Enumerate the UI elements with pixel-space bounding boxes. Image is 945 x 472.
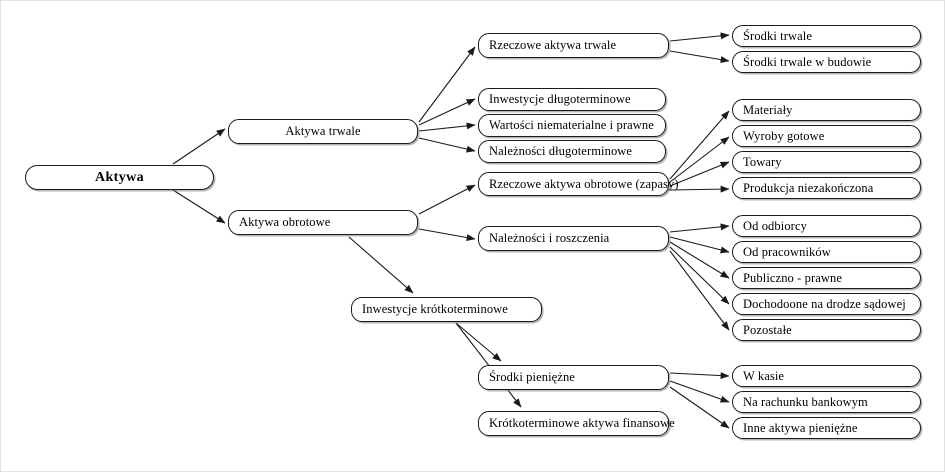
node-label: Aktywa obrotowe — [239, 215, 331, 230]
node-label: Rzeczowe aktywa obrotowe (zapasy) — [489, 176, 679, 191]
node-label: Inne aktywa pieniężne — [743, 420, 858, 435]
node-inwest_krotko[interactable]: Inwestycje krótkoterminowe — [351, 297, 542, 322]
node-wyroby_gotowe[interactable]: Wyroby gotowe — [732, 125, 921, 147]
node-wartosci_niemat[interactable]: Wartości niematerialne i prawne — [478, 114, 666, 137]
node-label: Dochodoone na drodze sądowej — [743, 296, 906, 311]
node-od_pracownikow[interactable]: Od pracowników — [732, 241, 921, 263]
node-aktywa_trwale[interactable]: Aktywa trwale — [228, 119, 418, 144]
node-label: Inwestycje długoterminowe — [489, 92, 631, 107]
node-label: Na rachunku bankowym — [743, 394, 868, 409]
node-krotko_finansowe[interactable]: Krótkoterminowe aktywa finansowe — [478, 411, 675, 436]
node-label: Rzeczowe aktywa trwale — [489, 38, 617, 53]
node-label: Inwestycje krótkoterminowe — [362, 302, 508, 317]
node-aktywa[interactable]: Aktywa — [25, 165, 214, 190]
node-label: Aktywa — [94, 169, 145, 185]
node-label: Produkcja niezakończona — [743, 180, 874, 195]
node-inne_pieniezne[interactable]: Inne aktywa pieniężne — [732, 417, 921, 439]
node-label: Wartości niematerialne i prawne — [489, 118, 654, 133]
node-publiczno_prawne[interactable]: Publiczno - prawne — [732, 267, 921, 289]
edge-nalez_roszcz-to-pozostale — [669, 250, 730, 331]
edge-inwest_krotko-to-srodki_pieniezne — [455, 322, 502, 362]
node-label: Środki trwale w budowie — [743, 54, 872, 69]
node-label: Pozostałe — [743, 322, 792, 337]
edge-aktywa_obrotowe-to-inwest_krotko — [348, 236, 414, 294]
node-produkcja_niezak[interactable]: Produkcja niezakończona — [732, 177, 921, 199]
edge-rzecz_obrotowe-to-materialy — [669, 110, 730, 180]
node-label: Krótkoterminowe aktywa finansowe — [489, 416, 675, 431]
node-label: Środki trwale — [743, 28, 812, 43]
node-rzecz_obrotowe[interactable]: Rzeczowe aktywa obrotowe (zapasy) — [478, 172, 679, 196]
node-label: Aktywa trwale — [285, 124, 361, 139]
edge-aktywa-to-aktywa_trwale — [172, 128, 226, 165]
node-rzecz_trwale[interactable]: Rzeczowe aktywa trwale — [478, 33, 669, 58]
node-label: Wyroby gotowe — [743, 128, 825, 143]
edge-aktywa_trwale-to-nalez_dlugo — [418, 137, 476, 153]
node-label: W kasie — [743, 368, 785, 383]
edge-nalez_roszcz-to-od_pracownikow — [669, 236, 730, 254]
edge-srodki_pieniezne-to-w_kasie — [669, 372, 730, 380]
node-materialy[interactable]: Materiały — [732, 99, 921, 121]
edge-aktywa_trwale-to-rzecz_trwale — [418, 46, 476, 123]
edge-aktywa_obrotowe-to-nalez_roszcz — [418, 228, 476, 241]
node-inwest_dlugo[interactable]: Inwestycje długoterminowe — [478, 88, 666, 111]
node-nalez_dlugo[interactable]: Należności długoterminowe — [478, 140, 666, 163]
node-label: Towary — [743, 154, 782, 169]
node-label: Od odbiorcy — [743, 218, 807, 233]
node-w_kasie[interactable]: W kasie — [732, 365, 921, 387]
edge-rzecz_trwale-to-srodki_trwale — [669, 32, 730, 42]
edge-aktywa-to-aktywa_obrotowe — [172, 189, 226, 224]
edge-aktywa_trwale-to-wartosci_niemat — [418, 122, 476, 132]
node-label: Środki pieniężne — [489, 370, 575, 385]
edge-aktywa_trwale-to-inwest_dlugo — [418, 98, 476, 126]
edge-rzecz_trwale-to-srodki_budowie — [669, 50, 730, 64]
node-od_odbiorcy[interactable]: Od odbiorcy — [732, 215, 921, 237]
node-srodki_budowie[interactable]: Środki trwale w budowie — [732, 51, 921, 73]
node-pozostale[interactable]: Pozostałe — [732, 319, 921, 341]
edge-nalez_roszcz-to-od_odbiorcy — [669, 223, 730, 233]
node-srodki_trwale[interactable]: Środki trwale — [732, 25, 921, 47]
node-label: Publiczno - prawne — [743, 270, 842, 285]
edge-aktywa_obrotowe-to-rzecz_obrotowe — [418, 184, 476, 215]
node-label: Od pracowników — [743, 244, 831, 259]
edge-nalez_roszcz-to-publiczno_prawne — [669, 241, 730, 279]
node-aktywa_obrotowe[interactable]: Aktywa obrotowe — [228, 210, 418, 235]
node-label: Należności i roszczenia — [489, 231, 610, 246]
node-label: Należności długoterminowe — [489, 144, 633, 159]
node-na_rachunku[interactable]: Na rachunku bankowym — [732, 391, 921, 413]
node-towary[interactable]: Towary — [732, 151, 921, 173]
node-label: Materiały — [743, 102, 793, 117]
edge-srodki_pieniezne-to-na_rachunku — [669, 380, 730, 403]
node-nalez_roszcz[interactable]: Należności i roszczenia — [478, 226, 669, 251]
edge-nalez_roszcz-to-dochodoone — [669, 246, 730, 305]
edge-rzecz_obrotowe-to-wyroby_gotowe — [669, 136, 730, 183]
node-srodki_pieniezne[interactable]: Środki pieniężne — [478, 365, 669, 390]
node-dochodoone[interactable]: Dochodoone na drodze sądowej — [732, 293, 921, 315]
